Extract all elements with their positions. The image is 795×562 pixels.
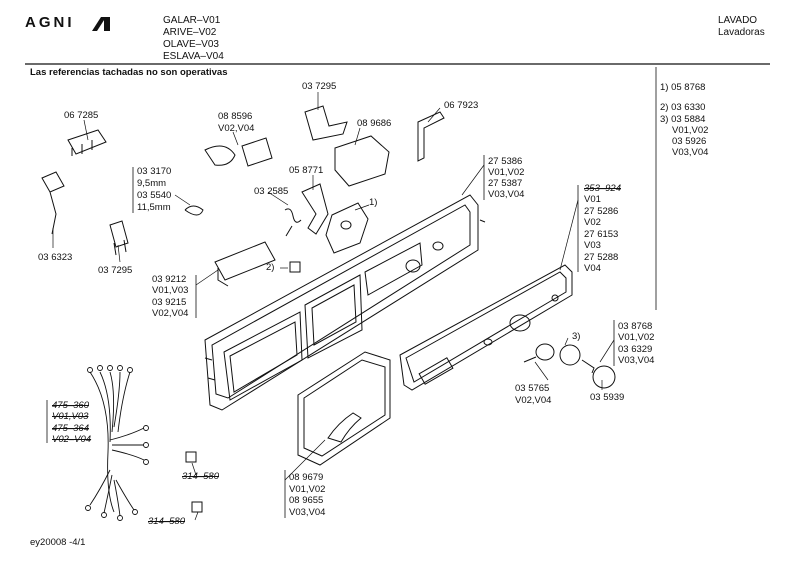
part-label-obsolete: V02–V04: [52, 434, 92, 445]
part-label: V01: [584, 194, 601, 205]
marker-label: 2): [266, 262, 275, 273]
right-list-line: 3) 03 5884: [660, 114, 706, 125]
part-label-obsolete: 314–580: [182, 471, 219, 482]
part-label: V01,V02: [289, 484, 326, 495]
part-label: V03,V04: [618, 355, 655, 366]
part-label: 08 9655: [289, 495, 324, 506]
marker-label: 1): [369, 197, 378, 208]
part-label: 03 5939: [590, 392, 625, 403]
control-panel-frame: [204, 194, 486, 411]
part-label: V04: [584, 263, 601, 274]
part-label-obsolete: 314–580: [148, 516, 185, 527]
part-label: 03 3170: [137, 166, 172, 177]
leader-lines: [52, 92, 615, 521]
part-label: 03 7295: [98, 265, 133, 276]
right-list-line: V01,V02: [672, 125, 709, 136]
model-line-4: ESLAVA–V04: [163, 51, 224, 62]
part-label-obsolete: V01,V03: [52, 411, 89, 422]
part-label: 06 7285: [64, 110, 99, 121]
part-label: 03 2585: [254, 186, 289, 197]
part-label: 08 9686: [357, 118, 392, 129]
part-label-obsolete: 353–924: [584, 183, 621, 194]
part-label: 06 7923: [444, 100, 479, 111]
marker-label: 3): [572, 331, 581, 342]
wiring-harness: [85, 365, 149, 521]
part-label: 03 9212: [152, 274, 187, 285]
dispenser-drawer: [297, 351, 391, 466]
part-label: 27 5387: [488, 178, 523, 189]
brand-logo: AGNI: [25, 14, 75, 31]
part-label: 11,5mm: [137, 202, 171, 213]
part-label: 9,5mm: [137, 178, 167, 189]
part-label: V01,V02: [618, 332, 655, 343]
part-label-obsolete: 475–364: [52, 423, 89, 434]
part-label: 03 5765: [515, 383, 550, 394]
note-text: Las referencias tachadas no son operativ…: [30, 67, 228, 78]
part-label: V02: [584, 217, 601, 228]
part-label: 03 8768: [618, 321, 653, 332]
right-list-line: 03 5926: [672, 136, 707, 147]
part-label: 08 9679: [289, 472, 324, 483]
part-label: V01,V03: [152, 285, 189, 296]
right-list-line: V03,V04: [672, 147, 709, 158]
part-label: V01,V02: [488, 167, 525, 178]
brand-name: AGNI: [25, 14, 75, 31]
part-label: V02,V04: [152, 308, 189, 319]
part-label: 03 5540: [137, 190, 172, 201]
footer-code: ey20008 -4/1: [30, 537, 86, 548]
subsection-title: Lavadoras: [718, 27, 765, 38]
brand-logo-mark: [92, 17, 110, 31]
part-label: V03,V04: [289, 507, 326, 518]
label-brackets: [46, 155, 615, 518]
part-label: V02,V04: [218, 123, 255, 134]
part-label: V02,V04: [515, 395, 552, 406]
part-label: 27 5288: [584, 252, 619, 263]
part-label: 03 6329: [618, 344, 653, 355]
part-label: 27 5386: [488, 156, 523, 167]
part-label: 27 6153: [584, 229, 619, 240]
section-title: LAVADO: [718, 15, 758, 26]
part-label-obsolete: 475–360: [52, 400, 89, 411]
model-line-2: ARIVE–V02: [163, 27, 217, 38]
part-label: V03,V04: [488, 189, 525, 200]
part-label: 08 8596: [218, 111, 253, 122]
right-list-line: 1) 05 8768: [660, 82, 706, 93]
part-label: 03 9215: [152, 297, 187, 308]
model-line-3: OLAVE–V03: [163, 39, 219, 50]
right-list-line: 2) 03 6330: [660, 102, 706, 113]
part-label: 05 8771: [289, 165, 324, 176]
part-label: V03: [584, 240, 601, 251]
front-selector-panel: [399, 264, 573, 391]
model-line-1: GALAR–V01: [163, 15, 221, 26]
part-label: 03 7295: [302, 81, 337, 92]
part-label: 03 6323: [38, 252, 73, 263]
part-label: 27 5286: [584, 206, 619, 217]
small-parts: [41, 105, 616, 513]
